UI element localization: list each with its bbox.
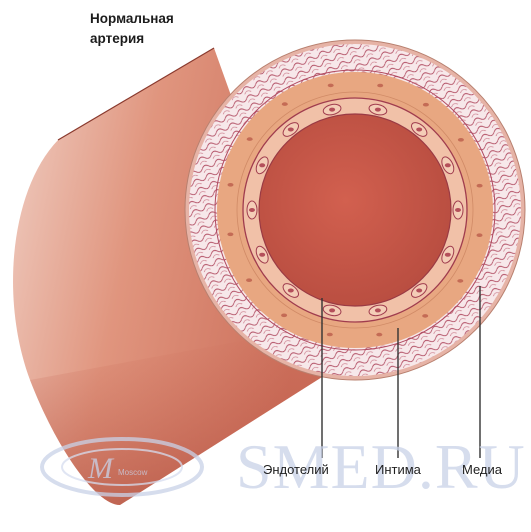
intima-cell-dot xyxy=(282,102,288,106)
endothelial-cell-nucleus xyxy=(445,163,451,167)
label-media: Медиа xyxy=(462,462,502,477)
intima-cell-dot xyxy=(477,184,483,188)
intima-cell-dot xyxy=(477,233,483,237)
intima-cell-dot xyxy=(328,84,334,88)
endothelial-cell-nucleus xyxy=(375,308,381,312)
watermark-logo-text: Moscow xyxy=(118,468,148,477)
endothelial-cell-nucleus xyxy=(259,253,265,257)
intima-cell-dot xyxy=(227,233,233,237)
title-line-2: артерия xyxy=(90,30,144,48)
label-intima: Интима xyxy=(375,462,421,477)
endothelial-cell-nucleus xyxy=(329,108,335,112)
intima-cell-dot xyxy=(422,314,428,318)
svg-text:M: M xyxy=(87,452,115,485)
endothelial-cell-nucleus xyxy=(455,208,461,212)
intima-cell-dot xyxy=(247,137,253,141)
intima-cell-dot xyxy=(327,333,333,337)
intima-cell-dot xyxy=(458,138,464,142)
intima-cell-dot xyxy=(376,333,382,337)
intima-cell-dot xyxy=(377,84,383,88)
intima-cell-dot xyxy=(281,314,287,318)
endothelial-cell-nucleus xyxy=(288,289,294,293)
title-line-1: Нормальная xyxy=(90,10,174,28)
endothelial-cell-nucleus xyxy=(249,208,255,212)
intima-cell-dot xyxy=(228,183,234,187)
label-endothelium: Эндотелий xyxy=(263,462,329,477)
endothelial-cell-nucleus xyxy=(445,253,451,257)
endothelial-cell-nucleus xyxy=(329,308,335,312)
endothelial-cell-nucleus xyxy=(259,163,265,167)
endothelial-cell-nucleus xyxy=(288,128,294,132)
intima-cell-dot xyxy=(457,279,463,283)
lumen xyxy=(259,114,451,306)
intima-cell-dot xyxy=(423,103,429,107)
endothelial-cell-nucleus xyxy=(375,108,381,112)
endothelial-cell-nucleus xyxy=(416,289,422,293)
intima-cell-dot xyxy=(246,278,252,282)
endothelial-cell-nucleus xyxy=(416,128,422,132)
